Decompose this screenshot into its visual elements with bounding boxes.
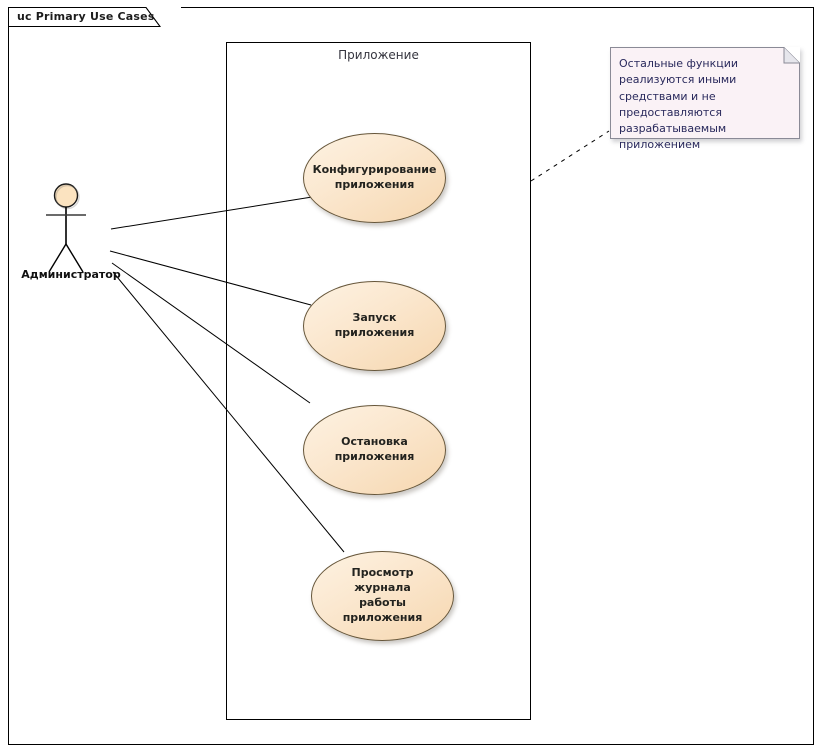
use-case-stop-label: Остановка приложения — [334, 435, 415, 463]
use-case-view-log-label: Просмотр журнала работы приложения — [342, 566, 423, 624]
association-admin-stop[interactable] — [111, 262, 311, 404]
association-admin-start[interactable] — [109, 250, 312, 306]
note-anchor-link[interactable] — [530, 130, 610, 182]
actor-administrator[interactable] — [38, 182, 94, 274]
note-text: Остальные функции реализуются иными сред… — [619, 57, 739, 152]
frame-title-label: uc Primary Use Cases — [17, 10, 155, 23]
system-boundary[interactable] — [226, 42, 531, 720]
actor-administrator-label: Администратор — [21, 268, 121, 281]
use-case-view-log[interactable]: Просмотр журнала работы приложения — [311, 551, 454, 641]
note-box[interactable]: Остальные функции реализуются иными сред… — [610, 47, 800, 151]
frame-tab-shape — [8, 7, 161, 27]
use-case-configure-label: Конфигурирование приложения — [312, 163, 437, 191]
diagram-frame — [8, 7, 814, 745]
actor-stick-figure-icon — [46, 183, 86, 273]
note-shape-icon — [610, 47, 800, 139]
association-admin-viewlog[interactable] — [112, 271, 345, 553]
frame-title-tab: uc Primary Use Cases — [8, 7, 181, 27]
use-case-configure[interactable]: Конфигурирование приложения — [303, 133, 446, 223]
use-case-start[interactable]: Запуск приложения — [303, 281, 446, 371]
use-case-stop[interactable]: Остановка приложения — [303, 405, 446, 495]
association-admin-configure[interactable] — [110, 196, 313, 230]
system-boundary-label: Приложение — [338, 48, 419, 62]
use-case-start-label: Запуск приложения — [334, 311, 415, 339]
